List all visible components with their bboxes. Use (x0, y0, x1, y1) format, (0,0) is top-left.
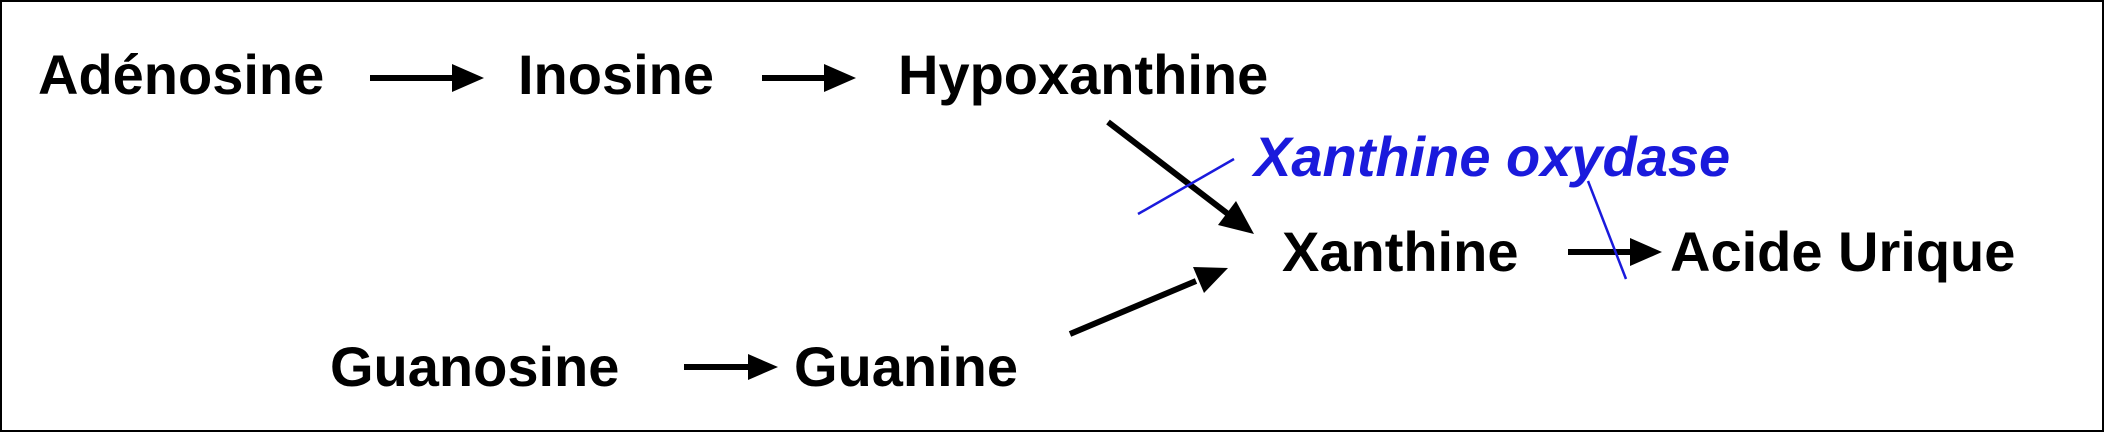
arrow-hypoxanthine-to-xanthine (1106, 119, 1254, 234)
arrow-guanine-to-xanthine (1068, 267, 1228, 337)
arrow-adenosine-to-inosine (370, 64, 484, 92)
inhibition-mark-hypoxanthine-step (1137, 157, 1235, 216)
inhibition-mark-uric-acid-step (1586, 180, 1628, 280)
node-inosine: Inosine (518, 43, 714, 106)
arrow-xanthine-to-uric-acid (1568, 238, 1662, 266)
node-guanine: Guanine (794, 335, 1018, 398)
node-uric-acid: Acide Urique (1670, 220, 2015, 283)
arrow-inosine-to-hypoxanthine (762, 64, 856, 92)
node-guanosine: Guanosine (330, 335, 619, 398)
node-adenosine: Adénosine (38, 43, 324, 106)
node-hypoxanthine: Hypoxanthine (898, 43, 1268, 106)
node-xanthine: Xanthine (1282, 220, 1518, 283)
arrow-guanosine-to-guanine (684, 354, 778, 380)
enzyme-label: Xanthine oxydase (1251, 125, 1730, 188)
